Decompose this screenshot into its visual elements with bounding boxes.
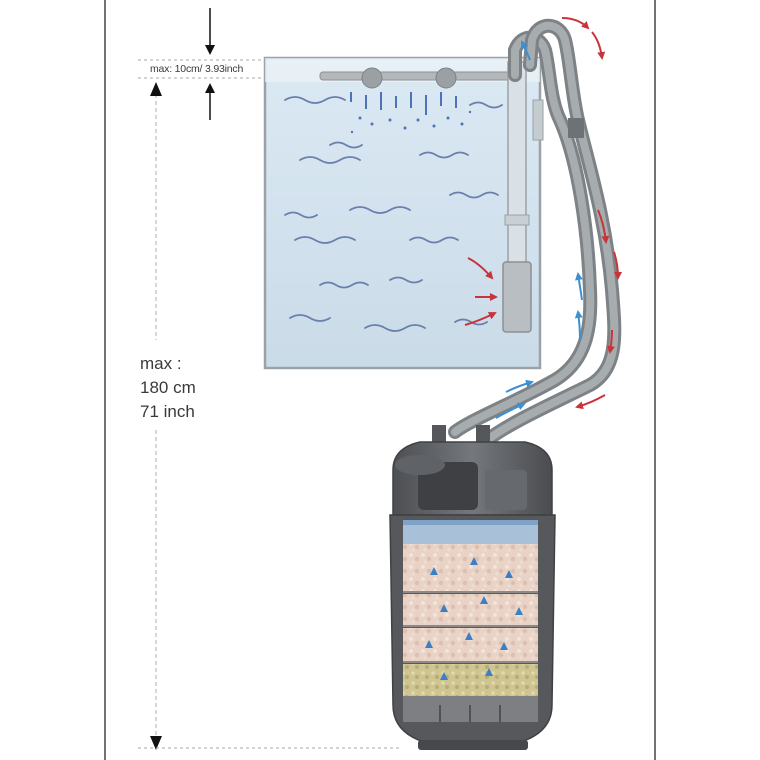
intake-flow-arrows bbox=[464, 257, 498, 326]
max-height-label: max : 180 cm 71 inch bbox=[140, 352, 196, 424]
hose-flow-arrows bbox=[495, 17, 622, 419]
max-height-line-2: 180 cm bbox=[140, 378, 196, 397]
max-top-gap-label: max: 10cm/ 3.93inch bbox=[150, 63, 244, 75]
max-height-line-1: max : bbox=[140, 354, 182, 373]
aquarium-tank bbox=[263, 56, 544, 370]
max-height-line-3: 71 inch bbox=[140, 402, 195, 421]
height-dimension bbox=[138, 82, 400, 750]
canister-filter bbox=[389, 425, 556, 750]
